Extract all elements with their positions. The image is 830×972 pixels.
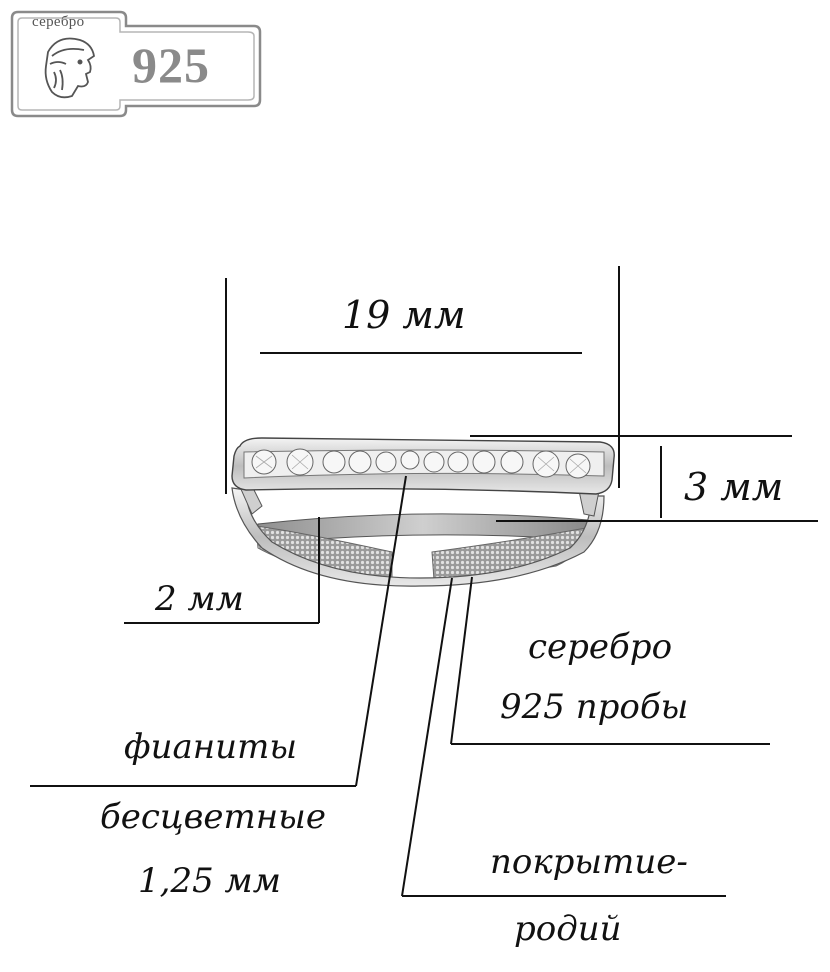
plating-leader-diagonal xyxy=(401,577,453,897)
plating-label-line1: покрытие- xyxy=(490,842,688,882)
metal-label-line2: 925 пробы xyxy=(500,687,689,727)
hallmark-stamp xyxy=(10,10,262,118)
stones-label-line1: фианиты xyxy=(124,727,298,767)
width-label: 19 мм xyxy=(342,293,466,337)
ring-illustration xyxy=(231,437,615,587)
stones-row xyxy=(251,448,591,479)
height-label: 3 мм xyxy=(684,465,784,509)
stamp-label: серебро xyxy=(32,14,85,30)
metal-label-line1: серебро xyxy=(528,627,673,667)
band-label: 2 мм xyxy=(155,579,244,619)
leader-lines xyxy=(30,266,818,897)
stones-label-line2: бесцветные xyxy=(100,797,326,837)
goddess-head-icon xyxy=(44,37,95,99)
stones-leader-diagonal xyxy=(355,475,407,787)
metal-leader-diagonal xyxy=(450,576,473,745)
ring-band-bottom xyxy=(231,487,605,587)
stones-label-line3: 1,25 мм xyxy=(138,861,281,901)
stamp-number: 925 xyxy=(132,37,210,93)
plating-label-line2: родий xyxy=(514,909,622,949)
